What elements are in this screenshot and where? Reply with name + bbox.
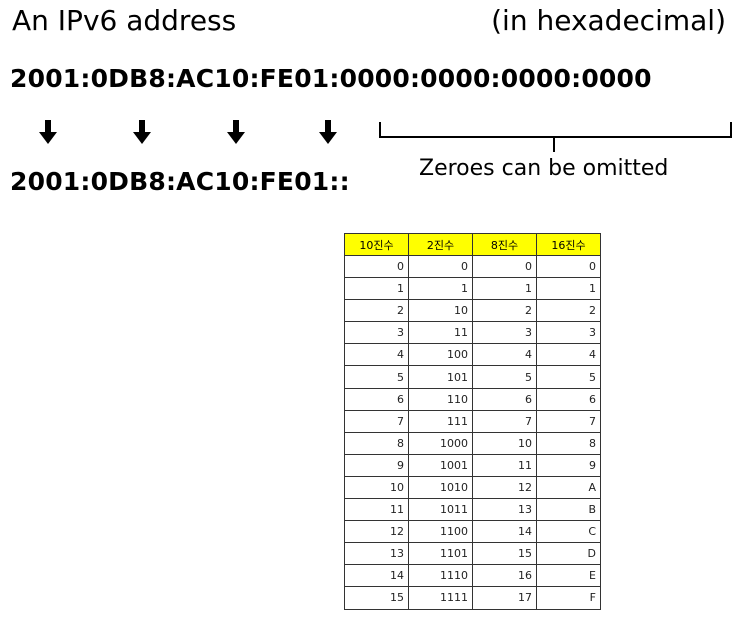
table-cell: 1001 [408,453,473,477]
table-cell: 6 [344,387,409,411]
table-cell: 101 [408,365,473,389]
table-cell: F [536,586,601,610]
table-cell: C [536,520,601,544]
table-cell: 1 [536,277,601,301]
table-cell: 7 [472,409,537,433]
down-arrow-icon [319,120,337,144]
table-cell: 0 [344,254,409,279]
table-cell: B [536,498,601,522]
table-cell: 12 [344,520,409,544]
table-cell: 1 [472,277,537,301]
table-cell: 4 [344,343,409,367]
table-cell: 10 [472,431,537,455]
header-binary: 2진수 [408,233,473,256]
table-cell: 1100 [408,520,473,544]
table-cell: 0 [408,254,473,279]
table-cell: 5 [536,365,601,389]
table-cell: 2 [344,299,409,323]
table-cell: D [536,542,601,566]
table-cell: 8 [536,431,601,455]
down-arrow-icon [39,120,57,144]
table-cell: 2 [536,299,601,323]
table-cell: 1000 [408,431,473,455]
table-cell: 10 [344,475,409,500]
table-cell: 1 [408,277,473,301]
down-arrow-icon [227,120,245,144]
table-cell: 11 [472,453,537,477]
table-cell: 14 [344,564,409,588]
table-cell: 1111 [408,586,473,610]
omitted-zeroes-bracket [379,122,732,152]
table-cell: 9 [536,453,601,477]
table-cell: 3 [344,321,409,345]
table-cell: 111 [408,409,473,433]
table-cell: 1101 [408,542,473,566]
table-header-row: 10진수 2진수 8진수 16진수 [344,233,601,256]
table-cell: A [536,475,601,500]
table-cell: 14 [472,520,537,544]
table-cell: E [536,564,601,588]
table-cell: 1 [344,277,409,301]
table-cell: 4 [536,343,601,367]
table-cell: 5 [344,365,409,389]
table-cell: 9 [344,453,409,477]
table-cell: 2 [472,299,537,323]
table-cell: 15 [472,542,537,566]
table-cell: 6 [536,387,601,411]
table-cell: 13 [344,542,409,566]
header-decimal: 10진수 [344,233,409,256]
table-cell: 0 [536,254,601,279]
table-cell: 11 [408,321,473,345]
table-cell: 17 [472,586,537,610]
down-arrow-icon [133,120,151,144]
subtitle-label: (in hexadecimal) [491,4,726,37]
table-cell: 10 [408,299,473,323]
table-cell: 8 [344,431,409,455]
table-cell: 7 [344,409,409,433]
table-cell: 3 [536,321,601,345]
title-label: An IPv6 address [12,4,237,37]
table-cell: 0 [472,254,537,279]
table-cell: 16 [472,564,537,588]
table-cell: 1011 [408,498,473,522]
omitted-zeroes-note: Zeroes can be omitted [419,156,669,181]
table-cell: 1110 [408,564,473,588]
table-cell: 4 [472,343,537,367]
table-cell: 15 [344,586,409,610]
table-cell: 13 [472,498,537,522]
header-octal: 8진수 [472,233,537,256]
table-cell: 6 [472,387,537,411]
short-ipv6-address: 2001:0DB8:AC10:FE01:: [10,167,350,196]
table-cell: 110 [408,387,473,411]
table-cell: 11 [344,498,409,522]
full-ipv6-address: 2001:0DB8:AC10:FE01:0000:0000:0000:0000 [10,64,652,93]
header-hexadecimal: 16진수 [536,233,601,256]
table-cell: 3 [472,321,537,345]
table-cell: 12 [472,475,537,500]
table-cell: 100 [408,343,473,367]
table-cell: 5 [472,365,537,389]
table-cell: 7 [536,409,601,433]
table-cell: 1010 [408,475,473,500]
